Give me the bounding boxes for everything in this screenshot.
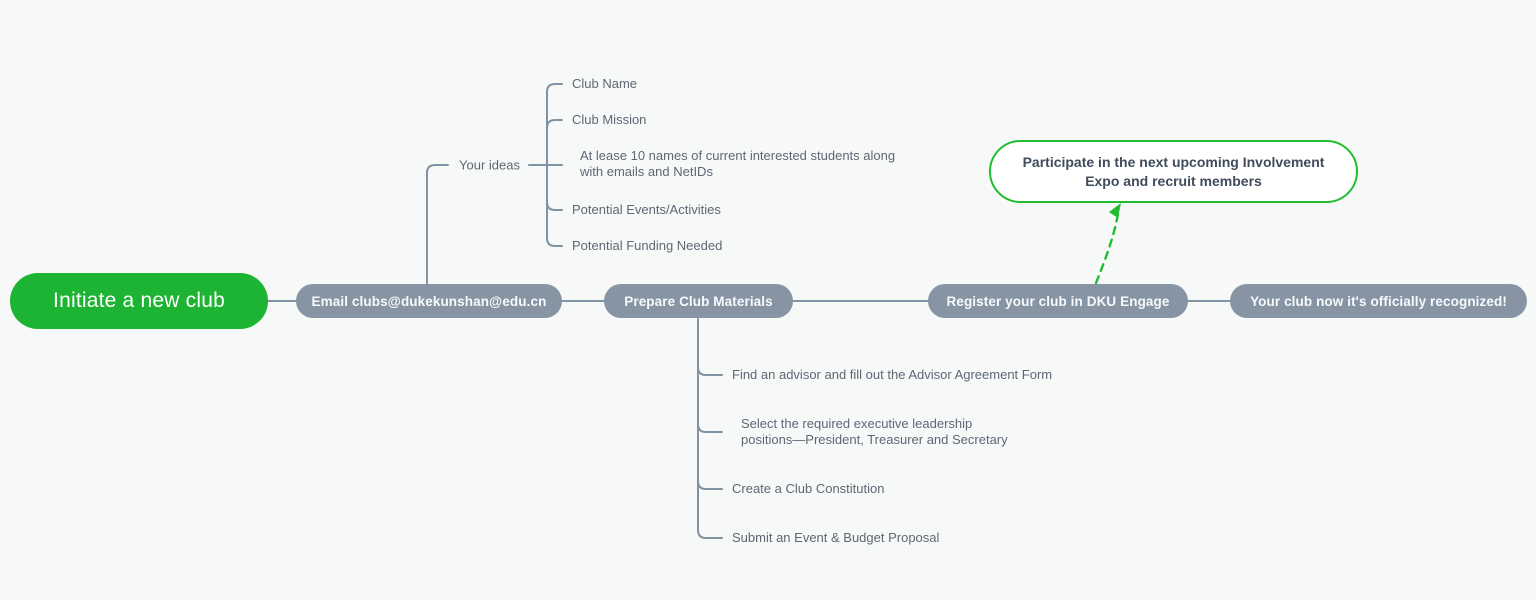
node-register-dku-engage[interactable]: Register your club in DKU Engage xyxy=(928,284,1188,318)
branch-elbow-advisor xyxy=(697,366,723,376)
branch-elbow-potential-funding xyxy=(546,237,563,247)
node-prepare-label: Prepare Club Materials xyxy=(624,293,773,309)
leaf-executive-leadership[interactable]: Select the required executive leadership… xyxy=(741,416,1008,447)
leaf-potential-events[interactable]: Potential Events/Activities xyxy=(572,202,721,217)
dashed-arrow-to-callout xyxy=(1094,212,1120,285)
node-officially-recognized[interactable]: Your club now it's officially recognized… xyxy=(1230,284,1527,318)
node-email-label: Email clubs@dukekunshan@edu.cn xyxy=(311,293,547,309)
callout-involvement-expo[interactable]: Participate in the next upcoming Involve… xyxy=(989,140,1358,203)
node-recognized-label: Your club now it's officially recognized… xyxy=(1250,293,1507,309)
node-initiate-label: Initiate a new club xyxy=(53,289,225,312)
branch-stem-your-ideas xyxy=(426,164,449,286)
branch-elbow-proposal xyxy=(697,529,723,539)
leaf-club-mission[interactable]: Club Mission xyxy=(572,112,647,127)
node-email-clubs[interactable]: Email clubs@dukekunshan@edu.cn xyxy=(296,284,562,318)
branch-elbow-potential-events xyxy=(546,201,563,211)
arrowhead-icon xyxy=(1109,203,1121,218)
node-initiate-new-club[interactable]: Initiate a new club xyxy=(10,273,268,329)
branch-elbow-leadership xyxy=(697,423,723,433)
leaf-club-constitution[interactable]: Create a Club Constitution xyxy=(732,481,885,496)
leaf-ten-names[interactable]: At lease 10 names of current interested … xyxy=(580,148,896,179)
branch-elbow-club-name xyxy=(546,83,563,93)
node-register-label: Register your club in DKU Engage xyxy=(946,293,1170,309)
branch-elbow-constitution xyxy=(697,480,723,490)
node-prepare-materials[interactable]: Prepare Club Materials xyxy=(604,284,793,318)
leaf-advisor-agreement[interactable]: Find an advisor and fill out the Advisor… xyxy=(732,367,1053,382)
leaf-potential-funding[interactable]: Potential Funding Needed xyxy=(572,238,723,253)
branch-elbow-club-mission xyxy=(546,119,563,129)
callout-label: Participate in the next upcoming Involve… xyxy=(1022,153,1325,189)
leaf-club-name[interactable]: Club Name xyxy=(572,76,638,91)
leaf-event-budget-proposal[interactable]: Submit an Event & Budget Proposal xyxy=(732,530,940,545)
branch-label-your-ideas[interactable]: Your ideas xyxy=(459,157,520,173)
